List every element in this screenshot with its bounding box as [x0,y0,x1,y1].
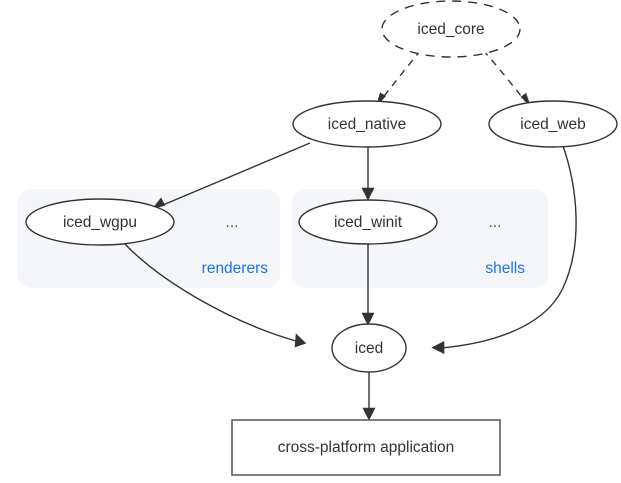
node-iced-winit-ellipse[interactable] [298,199,438,245]
edge-wgpu-to-iced-line [123,242,297,342]
edge-native-to-wgpu-line [162,142,311,206]
edge-native-to-winit-arrowhead [361,187,375,201]
node-iced-label: iced [355,340,383,357]
edge-iced-to-app-arrowhead [362,407,376,421]
edge-wgpu-to-iced-arrowhead [294,333,307,348]
shells-more-ellipsis: ... [489,214,502,231]
node-iced-web-label: iced_web [520,116,586,133]
node-iced-winit[interactable]: iced_winit [298,199,438,245]
node-iced-wgpu[interactable]: iced_wgpu [25,198,175,246]
node-cross-platform-application-box[interactable] [231,419,501,476]
node-iced-native-label: iced_native [328,116,406,133]
node-iced-native[interactable]: iced_native [292,100,442,148]
node-iced-core-ellipse[interactable] [381,0,521,58]
edge-core-to-web-line [482,49,526,102]
cluster-renderers-label: renderers [202,260,269,277]
node-iced-core-label: iced_core [417,21,484,38]
edge-core-to-native-line [380,49,422,101]
node-iced-native-ellipse[interactable] [292,100,442,148]
node-iced[interactable]: iced [331,323,407,373]
node-cross-platform-application[interactable]: cross-platform application [231,419,501,476]
node-iced-web[interactable]: iced_web [488,100,618,148]
edge-web-to-iced-line [440,145,577,349]
node-iced-wgpu-label: iced_wgpu [63,214,137,231]
node-iced-core[interactable]: iced_core [381,0,521,58]
edge-web-to-iced [431,145,577,354]
node-cross-platform-application-label: cross-platform application [278,439,455,456]
edge-core-to-web [482,49,531,107]
node-iced-wgpu-ellipse[interactable] [25,198,175,246]
edge-native-to-winit [361,147,375,201]
edge-core-to-native [376,49,422,107]
cluster-shells-label: shells [485,260,525,277]
edge-winit-to-iced [361,244,375,326]
edge-wgpu-to-iced [123,242,307,348]
node-iced-ellipse[interactable] [331,323,407,373]
renderers-more-ellipsis: ... [226,214,239,231]
edge-web-to-iced-arrowhead [431,341,445,354]
node-iced-web-ellipse[interactable] [488,100,618,148]
node-iced-winit-label: iced_winit [334,214,403,231]
edge-iced-to-app [362,372,376,421]
edge-winit-to-iced-arrowhead [361,312,375,326]
